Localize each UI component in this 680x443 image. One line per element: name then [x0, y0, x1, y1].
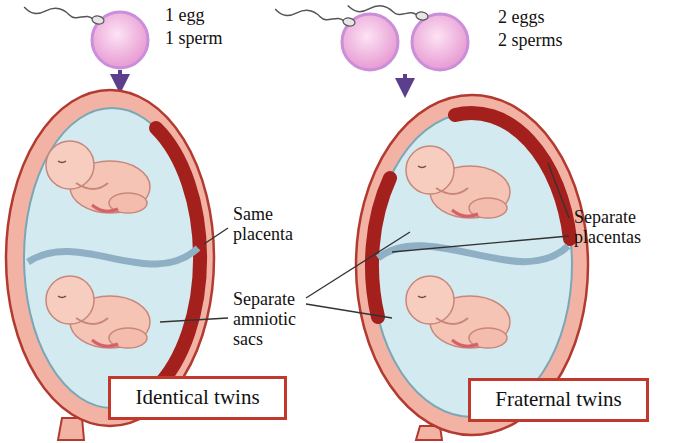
leader-line — [306, 304, 392, 318]
box-label: Identical twins — [135, 385, 259, 410]
twin-type-box: Fraternal twins — [468, 378, 649, 422]
sac-membrane — [378, 246, 568, 262]
label-text: 1 egg — [165, 6, 205, 26]
fetus — [46, 141, 150, 213]
box-label: Fraternal twins — [495, 387, 622, 412]
label-text: Separate amniotic sacs — [233, 290, 313, 349]
label-text: Separate placentas — [574, 208, 664, 248]
leader-line — [392, 236, 569, 252]
leader-line — [204, 228, 228, 244]
leader-line — [548, 163, 569, 218]
amniotic-sac — [372, 113, 572, 417]
leader-line — [306, 232, 410, 298]
twin-type-box: Identical twins — [108, 376, 287, 420]
fetus — [46, 276, 150, 348]
down-arrow — [118, 70, 122, 84]
fetus — [406, 276, 510, 348]
cervix — [58, 418, 84, 440]
placenta — [372, 178, 390, 317]
sperm-cell — [274, 5, 355, 28]
fetus — [406, 146, 510, 218]
egg-cell — [412, 14, 468, 70]
label-text: 2 eggs — [498, 8, 545, 28]
down-arrow — [403, 74, 407, 88]
label-text: 1 sperm — [165, 29, 223, 49]
sperm-cell — [347, 1, 428, 21]
label-text: 2 sperms — [498, 31, 563, 51]
leader-line — [160, 318, 228, 322]
amniotic-sac — [24, 108, 200, 408]
sperm-cell — [23, 3, 104, 26]
label-text: Same placenta — [233, 205, 313, 245]
sac-membrane — [28, 248, 198, 264]
